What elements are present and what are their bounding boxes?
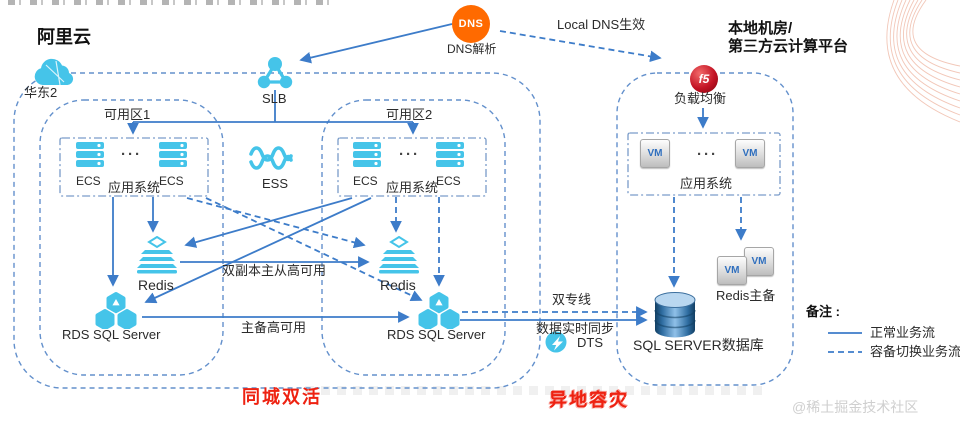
watermark: @稀土掘金技术社区 bbox=[792, 399, 919, 415]
ecs-icon bbox=[76, 142, 104, 167]
ecs-label: ECS bbox=[353, 174, 378, 188]
rds-sqlserver-icon bbox=[95, 292, 137, 329]
sqlserver-db-label: SQL SERVER数据库 bbox=[633, 337, 764, 353]
vm-label: VM bbox=[724, 265, 740, 276]
app-system-label: 应用系统 bbox=[386, 180, 439, 195]
caption-same-city: 同城双活 bbox=[242, 387, 322, 407]
ecs-icon bbox=[436, 142, 464, 167]
ecs-label: ECS bbox=[159, 174, 184, 188]
slb-icon bbox=[257, 57, 293, 89]
zone2app-to-redis1 bbox=[184, 197, 353, 248]
dual-line-label: 双专线 bbox=[552, 292, 592, 307]
corner-decoration bbox=[886, 0, 960, 123]
legend-failover-label: 容备切换业务流 bbox=[870, 344, 960, 359]
ecs-label: ECS bbox=[76, 174, 101, 188]
slb-label: SLB bbox=[262, 91, 287, 106]
rds-sqlserver-icon bbox=[418, 292, 460, 329]
rds-label: RDS SQL Server bbox=[387, 327, 486, 342]
zone1-label: 可用区1 bbox=[104, 107, 151, 122]
sqlserver-database-icon bbox=[654, 292, 696, 338]
ellipsis: ··· bbox=[121, 146, 142, 163]
redis-label: Redis bbox=[380, 277, 416, 293]
idc-title: 本地机房/ 第三方云计算平台 bbox=[728, 20, 848, 56]
region-label: 华东2 bbox=[24, 85, 58, 100]
dns-icon-text: DNS bbox=[458, 18, 484, 30]
ecs-icon bbox=[353, 142, 381, 167]
ellipsis: ··· bbox=[399, 146, 420, 163]
dns-icon: DNS bbox=[452, 5, 490, 43]
dns-to-slb-line bbox=[299, 23, 453, 64]
zone1app-to-redis2 bbox=[186, 197, 366, 249]
vm-label: VM bbox=[647, 148, 663, 159]
dns-label: DNS解析 bbox=[447, 42, 497, 56]
dts-label: DTS bbox=[577, 335, 603, 350]
zone2app-to-rds1 bbox=[144, 197, 372, 304]
idc-title-line2: 第三方云计算平台 bbox=[728, 38, 849, 55]
f5-icon-text: f5 bbox=[698, 72, 710, 86]
ess-icon bbox=[249, 146, 293, 170]
redis-backup-vm-icon: VM bbox=[744, 247, 774, 276]
vm-label: VM bbox=[742, 148, 758, 159]
idc-title-line1: 本地机房/ bbox=[728, 20, 793, 37]
app-system-label: 应用系统 bbox=[680, 176, 733, 191]
redis-ha-label: 双副本主从高可用 bbox=[222, 263, 327, 278]
realtime-sync-label: 数据实时同步 bbox=[536, 321, 615, 336]
redis-backup-vm-icon: VM bbox=[717, 256, 747, 285]
zone2-label: 可用区2 bbox=[386, 107, 433, 122]
dts-icon bbox=[545, 331, 567, 353]
ecs-icon bbox=[159, 142, 187, 167]
redis-backup-label: Redis主备 bbox=[716, 288, 776, 303]
dns-to-f5-line bbox=[499, 30, 662, 63]
app-system-label: 应用系统 bbox=[108, 180, 161, 195]
rds-ha-label: 主备高可用 bbox=[241, 320, 307, 335]
legend-normal-label: 正常业务流 bbox=[870, 325, 936, 340]
local-dns-flow-label: Local DNS生效 bbox=[557, 17, 646, 32]
ecs-label: ECS bbox=[436, 174, 461, 188]
f5-icon: f5 bbox=[690, 65, 718, 93]
aliyun-title: 阿里云 bbox=[37, 27, 91, 47]
caption-remote-dr: 异地容灾 bbox=[549, 390, 629, 410]
vm-icon: VM bbox=[640, 139, 670, 168]
rds-label: RDS SQL Server bbox=[62, 327, 161, 342]
faint-watermark-strip bbox=[305, 386, 765, 395]
load-balancer-label: 负载均衡 bbox=[674, 91, 727, 106]
normal-flow-lines bbox=[107, 23, 862, 334]
ess-label: ESS bbox=[262, 176, 289, 191]
vm-icon: VM bbox=[735, 139, 765, 168]
ellipsis: ··· bbox=[697, 146, 718, 163]
redis-icon bbox=[379, 236, 419, 274]
legend-title: 备注 : bbox=[806, 304, 840, 319]
vm-label: VM bbox=[751, 256, 767, 267]
redis-icon bbox=[137, 236, 177, 274]
redis-label: Redis bbox=[138, 277, 174, 293]
cropped-text-top bbox=[8, 0, 338, 5]
region-cloud-icon bbox=[34, 58, 74, 86]
